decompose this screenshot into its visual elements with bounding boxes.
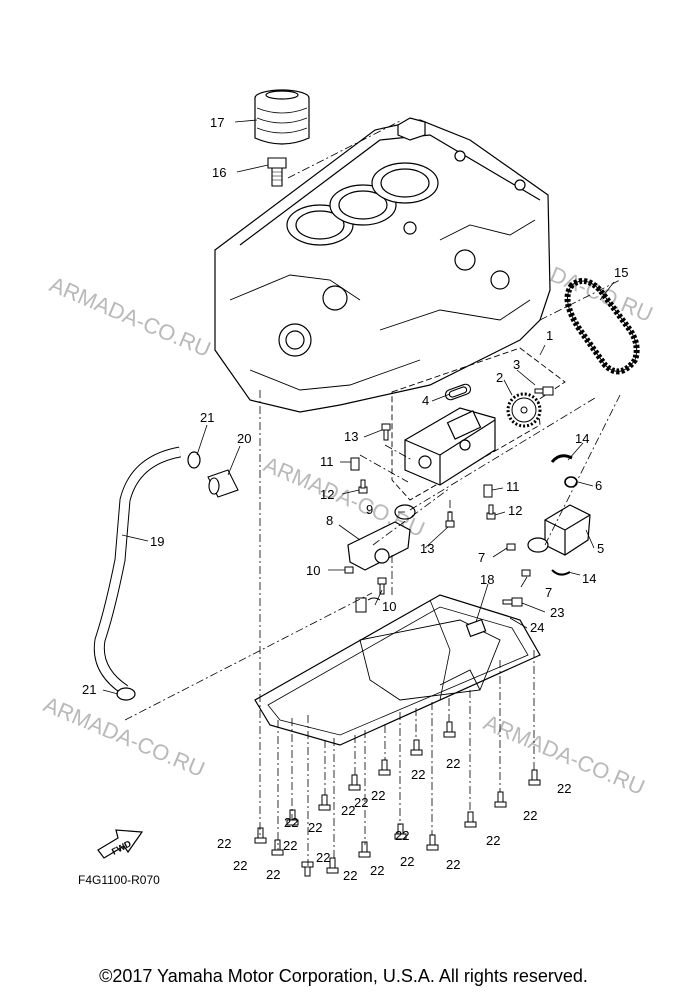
callout-22: 22 <box>266 867 280 882</box>
callout-22: 22 <box>233 858 247 873</box>
callout-22: 22 <box>283 838 297 853</box>
oil-pump <box>404 407 496 486</box>
callout-18: 18 <box>480 572 494 587</box>
callout-22: 22 <box>523 808 537 823</box>
callout-15: 15 <box>614 265 628 280</box>
dowel-pins <box>350 457 493 498</box>
callout-21a: 21 <box>200 410 214 425</box>
callout-23: 23 <box>550 605 564 620</box>
callout-13a: 13 <box>344 429 358 444</box>
callout-24: 24 <box>530 620 544 635</box>
crankcase <box>214 117 551 413</box>
sprocket-bolt <box>534 386 554 396</box>
drive-chain <box>564 278 640 375</box>
callout-11b: 11 <box>506 479 520 494</box>
callout-22: 22 <box>557 781 571 796</box>
oil-filter <box>254 89 310 145</box>
callout-22: 22 <box>486 833 500 848</box>
callout-10a: 10 <box>306 563 320 578</box>
callout-22: 22 <box>354 795 368 810</box>
watermark: ARMADA-CO.RU <box>40 692 208 782</box>
callout-7a: 7 <box>478 550 485 565</box>
callout-22: 22 <box>400 854 414 869</box>
callout-22: 22 <box>217 836 231 851</box>
pan-plug <box>355 597 381 613</box>
callout-11a: 11 <box>320 454 334 469</box>
pump-gasket <box>444 383 472 401</box>
copyright-notice: ©2017 Yamaha Motor Corporation, U.S.A. A… <box>99 966 588 986</box>
callout-22: 22 <box>284 815 298 830</box>
callout-7b: 7 <box>545 585 552 600</box>
oil-strainer <box>527 504 591 556</box>
callout-1: 1 <box>546 328 553 343</box>
pan-bolts <box>254 721 541 877</box>
breather-hose <box>93 446 201 701</box>
callout-17: 17 <box>210 115 224 130</box>
callout-22: 22 <box>411 767 425 782</box>
leader-lines <box>102 119 615 695</box>
callout-22: 22 <box>371 788 385 803</box>
callout-22: 22 <box>316 850 330 865</box>
callout-8: 8 <box>326 513 333 528</box>
callout-22: 22 <box>446 756 460 771</box>
callout-10b: 10 <box>382 599 396 614</box>
filter-union-bolt <box>267 157 287 187</box>
guide-lines <box>124 119 621 866</box>
callout-2: 2 <box>496 370 503 385</box>
callout-22: 22 <box>395 828 409 843</box>
breather-fitting <box>207 469 239 498</box>
callout-19: 19 <box>150 534 164 549</box>
callout-14b: 14 <box>582 571 596 586</box>
diagram-code: F4G1100-R070 <box>78 873 160 887</box>
callout-4: 4 <box>422 393 429 408</box>
bolts <box>344 423 531 607</box>
callout-22: 22 <box>343 868 357 883</box>
watermark: ARMADA-CO.RU <box>46 272 214 362</box>
callout-12a: 12 <box>320 487 334 502</box>
callout-6: 6 <box>595 478 602 493</box>
pump-sprocket <box>506 392 542 428</box>
callouts: 17 16 15 1 3 2 4 21 20 14 13 11 6 11 12 … <box>82 115 628 883</box>
callout-20: 20 <box>237 431 251 446</box>
callout-22: 22 <box>446 857 460 872</box>
fwd-arrow-icon: FWD <box>97 829 144 859</box>
callout-13b: 13 <box>420 541 434 556</box>
callout-22: 22 <box>341 803 355 818</box>
oil-delivery-pipe <box>347 504 416 571</box>
callout-9: 9 <box>366 502 373 517</box>
callout-16: 16 <box>212 165 226 180</box>
callout-21b: 21 <box>82 682 96 697</box>
oil-pan <box>254 594 541 746</box>
callout-12b: 12 <box>508 503 522 518</box>
callout-3: 3 <box>513 357 520 372</box>
callout-22: 22 <box>370 863 384 878</box>
callout-22: 22 <box>308 820 322 835</box>
callout-5: 5 <box>597 541 604 556</box>
callout-14a: 14 <box>575 431 589 446</box>
